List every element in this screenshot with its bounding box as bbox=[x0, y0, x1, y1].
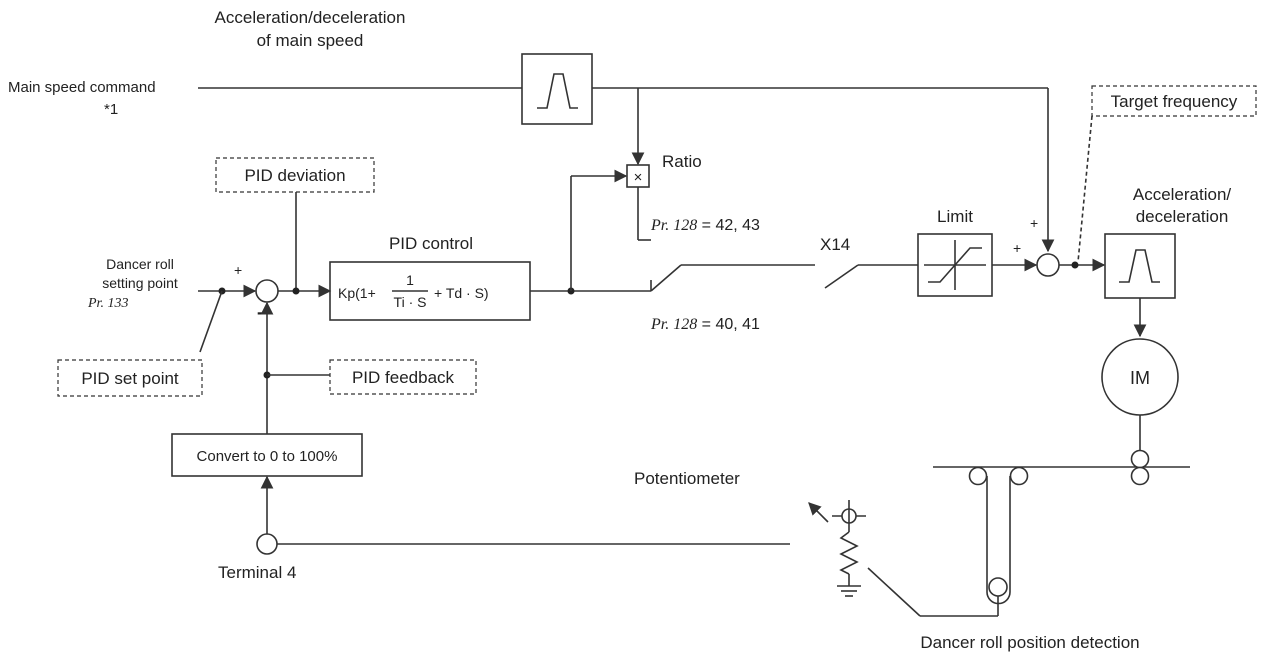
pid-formula-suffix: + Td · S) bbox=[434, 285, 489, 301]
potentiometer-label: Potentiometer bbox=[634, 469, 740, 488]
feedback-minus-sign: - bbox=[257, 302, 263, 322]
pid-formula-prefix: Kp(1+ bbox=[338, 285, 376, 301]
limit-label: Limit bbox=[937, 207, 973, 226]
pid-deviation-box bbox=[215, 157, 375, 193]
pid-set-point-box bbox=[57, 359, 203, 397]
guide-roller-left bbox=[968, 466, 988, 486]
terminal-4 bbox=[256, 533, 278, 555]
pr128-a-label: Pr. 128 = 42, 43 bbox=[650, 217, 760, 234]
pr128-b-label: Pr. 128 = 40, 41 bbox=[650, 316, 760, 333]
pid-set-point-label: PID set point bbox=[81, 369, 179, 388]
pid-control-label: PID control bbox=[389, 234, 473, 253]
motor-label: IM bbox=[1130, 368, 1150, 388]
main-speed-note: *1 bbox=[104, 101, 118, 118]
pid-set-point-leader bbox=[199, 290, 223, 353]
pid-deviation-label: PID deviation bbox=[244, 166, 345, 185]
dancer-roll-label-line2: setting point bbox=[102, 275, 178, 291]
ramp-icon bbox=[1119, 249, 1160, 283]
guide-roller-right bbox=[1009, 466, 1029, 486]
drive-roller-bottom bbox=[1130, 466, 1150, 486]
dancer-roller bbox=[988, 577, 1008, 597]
x14-switch-blade bbox=[824, 264, 859, 289]
target-frequency-box bbox=[1091, 85, 1257, 117]
setpoint-plus-sign: + bbox=[234, 262, 242, 278]
drive-roller-top bbox=[1130, 449, 1150, 469]
dancer-roll-label-line1: Dancer roll bbox=[106, 256, 174, 272]
accel-main-label-line1: Acceleration/deceleration bbox=[215, 8, 406, 27]
pid-switch-blade bbox=[650, 264, 682, 292]
limit-curve-icon bbox=[928, 247, 982, 283]
accel-main-block bbox=[521, 53, 593, 125]
summing-junction-output bbox=[1036, 253, 1060, 277]
dancer-roll-pr-label: Pr. 133 bbox=[87, 296, 128, 311]
ratio-label: Ratio bbox=[662, 152, 702, 171]
times-symbol: × bbox=[634, 169, 643, 186]
dancer-link-line-a bbox=[867, 567, 921, 617]
pid-formula-denominator: Ti · S bbox=[394, 294, 427, 310]
accel-label-line1: Acceleration/ bbox=[1133, 185, 1232, 204]
main-plus-sign: + bbox=[1030, 215, 1038, 231]
target-frequency-junction bbox=[1071, 261, 1079, 269]
accel-label-line2: deceleration bbox=[1136, 207, 1229, 226]
pid-formula-numerator: 1 bbox=[406, 272, 414, 288]
terminal-4-label: Terminal 4 bbox=[218, 563, 296, 582]
pid-feedback-box bbox=[329, 359, 477, 395]
ratio-multiplier: × bbox=[626, 164, 650, 188]
potentiometer-arrow bbox=[808, 502, 829, 523]
summing-junction-pid bbox=[255, 279, 279, 303]
deviation-junction bbox=[292, 287, 300, 295]
target-frequency-leader bbox=[1077, 115, 1093, 263]
target-frequency-label: Target frequency bbox=[1111, 92, 1238, 111]
ramp-icon bbox=[537, 73, 578, 109]
accel-main-label-line2: of main speed bbox=[257, 31, 364, 50]
main-speed-command-label: Main speed command bbox=[8, 79, 156, 96]
accel-block bbox=[1104, 233, 1176, 299]
potentiometer-icon bbox=[832, 500, 866, 597]
dancer-detection-label: Dancer roll position detection bbox=[920, 633, 1139, 652]
pid-feedback-label: PID feedback bbox=[352, 368, 455, 387]
x14-label: X14 bbox=[820, 235, 850, 254]
limit-block bbox=[917, 233, 993, 297]
convert-block bbox=[171, 433, 363, 477]
pid-control-block: Kp(1+ 1 Ti · S + Td · S) bbox=[329, 261, 531, 321]
convert-label: Convert to 0 to 100% bbox=[197, 448, 338, 465]
limit-plus-sign: + bbox=[1013, 240, 1021, 256]
